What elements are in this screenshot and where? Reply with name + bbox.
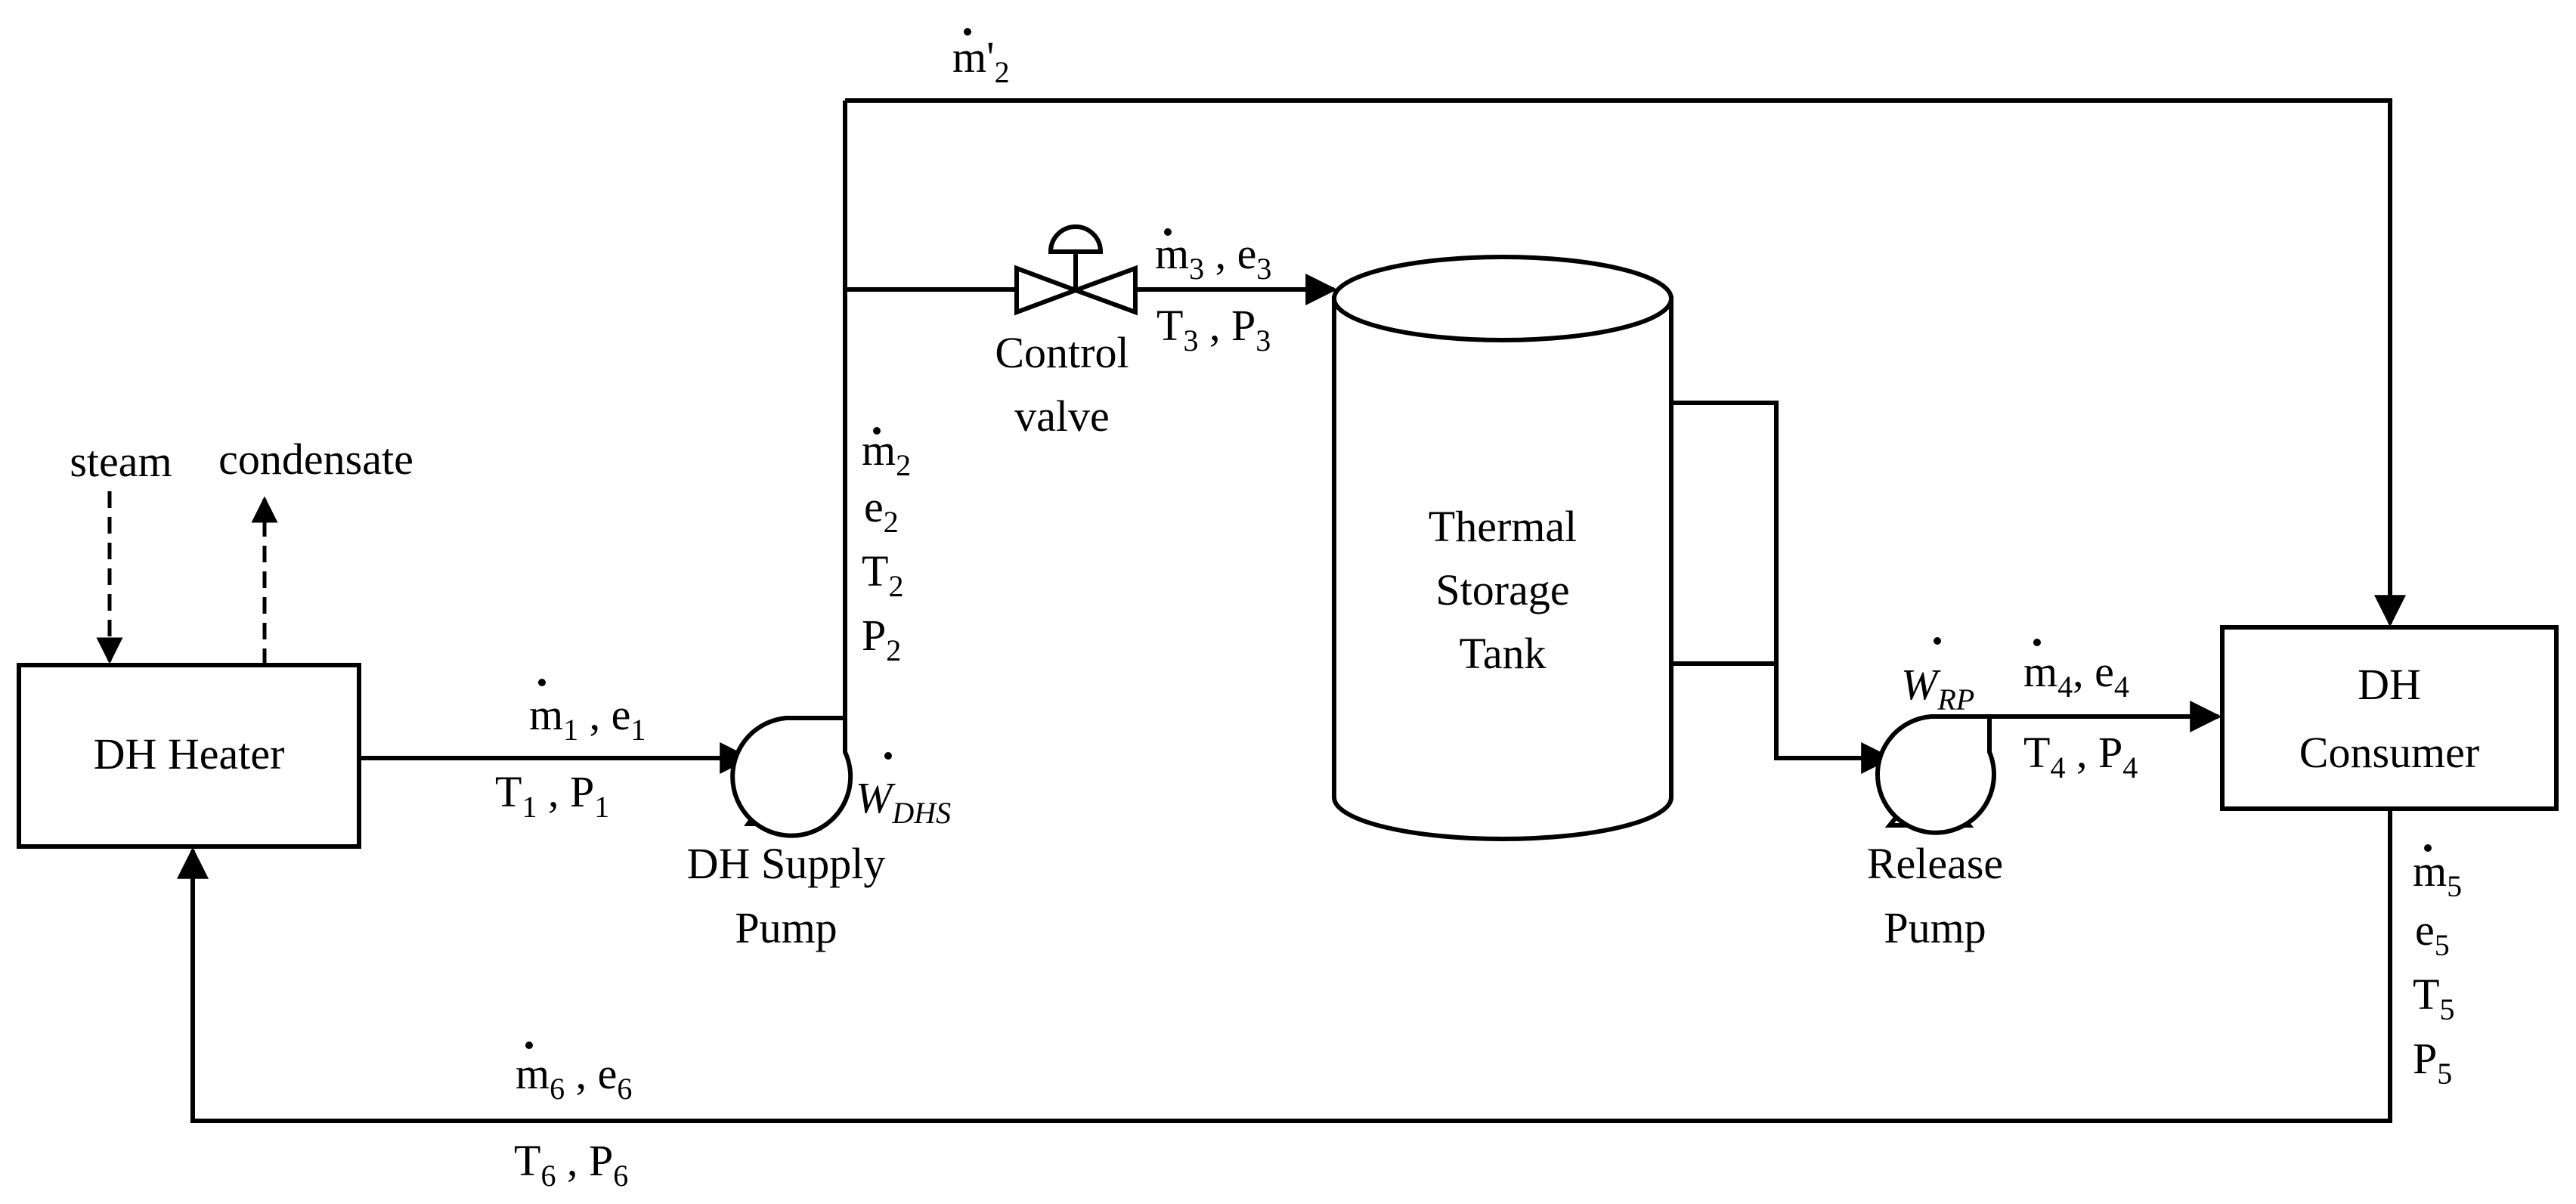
svg-text:T2: T2: [862, 546, 903, 603]
pipe-bypass-to-consumer: [845, 98, 2406, 627]
pipe-tank-to-release-pump: [1672, 401, 1890, 758]
svg-text:T1 , P1: T1 , P1: [495, 767, 609, 824]
state-2-flow-label: m2 e2 T2 P2: [862, 426, 911, 667]
state-3-flow-label: m3 , e3: [1155, 228, 1271, 286]
svg-text:m'2: m'2: [952, 32, 1010, 89]
dh-consumer-label-line1: DH: [2358, 660, 2421, 709]
control-valve-label-line2: valve: [1014, 392, 1110, 441]
svg-text:m6 , e6: m6 , e6: [516, 1049, 632, 1106]
tank-label-line1: Thermal: [1429, 502, 1577, 551]
svg-text:WDHS: WDHS: [856, 773, 951, 830]
svg-text:m2: m2: [862, 426, 911, 482]
control-valve-icon: [1014, 224, 1138, 316]
svg-text:m4, e4: m4, e4: [2023, 647, 2129, 704]
dh-supply-pump-icon: [730, 716, 853, 838]
svg-text:P5: P5: [2413, 1034, 2452, 1091]
steam-label: steam: [70, 437, 172, 486]
svg-text:e2: e2: [864, 482, 899, 539]
control-valve-label-line1: Control: [995, 328, 1129, 377]
supply-pump-label-line2: Pump: [735, 903, 837, 952]
state-5-flow-label: m5 e5 T5 P5: [2413, 844, 2462, 1091]
svg-text:m3 , e3: m3 , e3: [1155, 229, 1271, 286]
condensate-label: condensate: [218, 435, 413, 484]
dh-heater-label: DH Heater: [94, 729, 285, 778]
pipe-return-to-heater: [177, 810, 2392, 1123]
svg-text:T6 , P6: T6 , P6: [514, 1136, 628, 1193]
release-pump-label-line2: Pump: [1884, 903, 1986, 952]
svg-text:m5: m5: [2413, 847, 2462, 903]
dh-heater-box: [17, 663, 361, 849]
svg-text:m1 , e1: m1 , e1: [529, 690, 646, 747]
svg-text:T5: T5: [2413, 970, 2454, 1026]
state-1-flow-label: m1 , e1: [529, 679, 646, 747]
svg-text:T4 , P4: T4 , P4: [2023, 728, 2138, 785]
svg-text:WRP: WRP: [1901, 660, 1974, 717]
release-pump-work-label: WRP: [1901, 637, 1974, 717]
supply-pump-work-label: WDHS: [856, 752, 951, 830]
state-6-tp-label: T6 , P6: [514, 1136, 628, 1193]
svg-text:e5: e5: [2415, 905, 2450, 962]
thermal-storage-tank: [1332, 255, 1673, 841]
release-pump-label-line1: Release: [1867, 839, 2003, 888]
svg-text:P2: P2: [862, 611, 901, 667]
tank-label-line2: Storage: [1435, 565, 1569, 614]
state-4-flow-label: m4, e4: [2023, 639, 2129, 704]
state-2-bypass-label: m'2: [952, 28, 1010, 89]
dh-consumer-label-line2: Consumer: [2299, 728, 2479, 777]
svg-text:T3 , P3: T3 , P3: [1156, 301, 1271, 357]
state-4-tp-label: T4 , P4: [2023, 728, 2138, 785]
tank-label-line3: Tank: [1459, 629, 1546, 678]
state-1-tp-label: T1 , P1: [495, 767, 609, 824]
release-pump-icon: [1875, 714, 1996, 835]
dh-consumer-box: [2220, 625, 2559, 811]
state-3-tp-label: T3 , P3: [1156, 301, 1271, 357]
state-6-flow-label: m6 , e6: [516, 1042, 632, 1106]
supply-pump-label-line1: DH Supply: [687, 839, 886, 888]
